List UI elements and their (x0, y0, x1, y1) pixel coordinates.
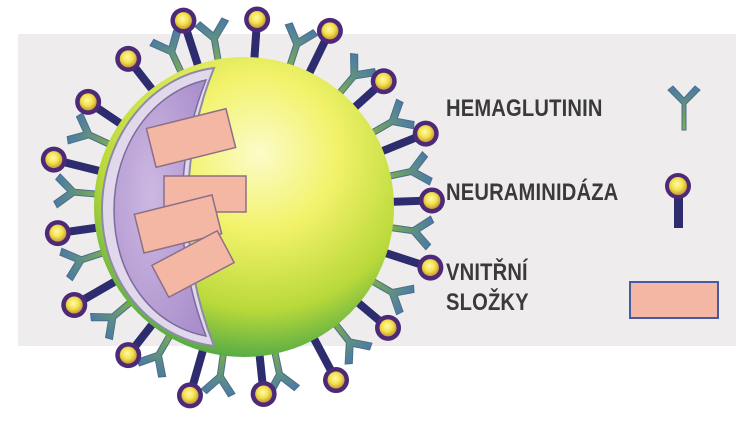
neuraminidase-head-core (249, 11, 266, 28)
neuraminidase-head-core (80, 93, 97, 110)
neuraminidase-head-core (120, 347, 137, 364)
neuraminidase-head-core (423, 192, 440, 209)
neuraminidase-head-core (181, 387, 198, 404)
neuraminidase-head-core (49, 225, 66, 242)
legend-neuraminidase-label: NEURAMINIDÁZA (446, 178, 618, 208)
neuraminidase-head-core (120, 50, 137, 67)
legend-internal-label-line1: VNITŘNÍ (446, 258, 529, 288)
neuraminidase-head-core (422, 259, 439, 276)
neuraminidase-head-core (175, 12, 192, 29)
neuraminidase-head-core (255, 385, 272, 402)
legend-internal-icon (630, 282, 718, 318)
neuraminidase-head-core (66, 297, 83, 314)
neuraminidase-head-core (417, 125, 434, 142)
legend-hemagglutinin-label: HEMAGLUTININ (446, 94, 603, 124)
legend-internal-label-line2: SLOŽKY (446, 288, 529, 318)
neuraminidase-head-core (45, 151, 62, 168)
neuraminidase-head-core (321, 22, 338, 39)
legend-internal-label: VNITŘNÍ SLOŽKY (446, 258, 529, 318)
neuraminidase-head-core (380, 319, 397, 336)
neuraminidase-head-core (328, 372, 345, 389)
neuraminidase-head-core (375, 73, 392, 90)
